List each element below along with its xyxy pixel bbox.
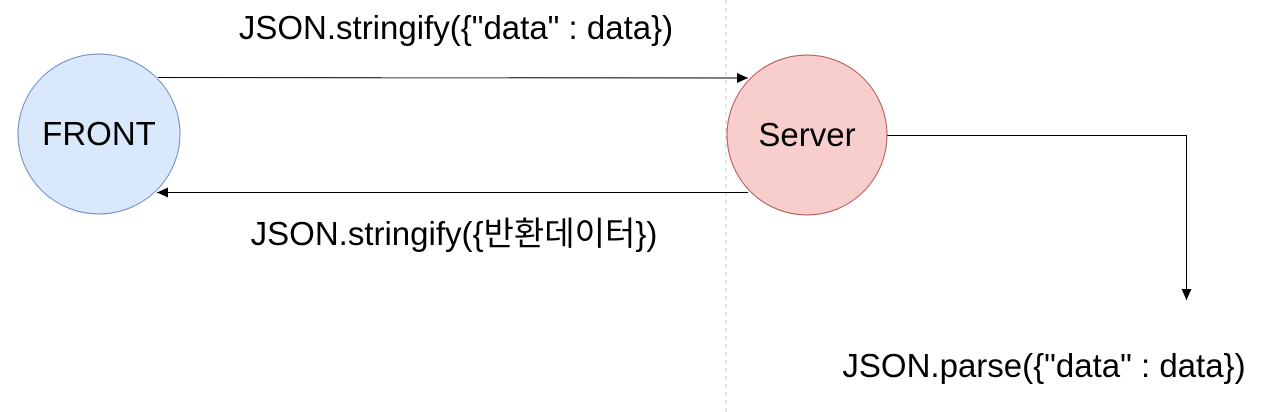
request-arrow: JSON.stringify({"data" : data}) — [157, 9, 749, 83]
response-label: JSON.stringify({반환데이터}) — [251, 215, 658, 252]
front-label: FRONT — [42, 115, 156, 152]
parse-line — [887, 135, 1192, 300]
request-line — [157, 72, 749, 83]
server-node: Server — [726, 54, 888, 216]
parse-label: JSON.parse({"data" : data}) — [842, 347, 1245, 384]
front-circle — [17, 53, 181, 215]
response-arrow: JSON.stringify({반환데이터}) — [157, 187, 748, 252]
request-label: JSON.stringify({"data" : data}) — [239, 9, 673, 46]
server-label: Server — [758, 116, 855, 153]
parse-arrow: JSON.parse({"data" : data}) — [842, 135, 1246, 384]
server-circle — [726, 54, 888, 216]
front-node: FRONT — [17, 53, 181, 215]
